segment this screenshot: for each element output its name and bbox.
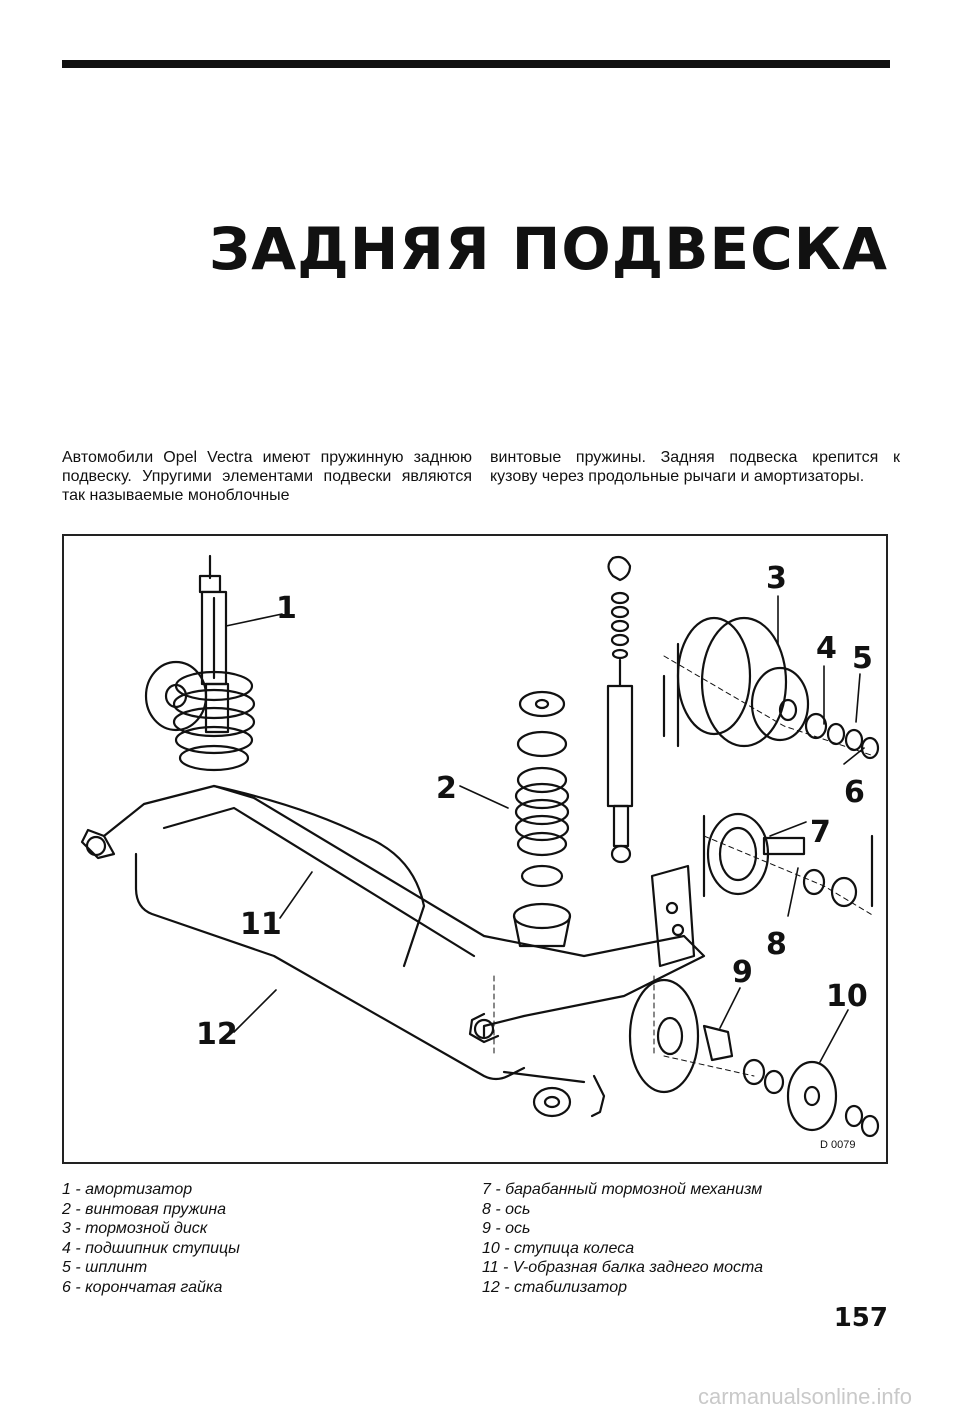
legend-item: 1 - амортизатор: [62, 1181, 193, 1198]
suspension-figure: 1 2 3 4 5 6 7 8 9 10 11 12 D 0079: [62, 534, 888, 1164]
callout-8: 8: [766, 927, 787, 962]
left-coil-spring: [172, 670, 256, 772]
legend-right: 7 - барабанный тормозной механизм 8 - ос…: [482, 1180, 763, 1297]
axle-beam: [80, 784, 706, 1044]
callout-11: 11: [240, 907, 282, 942]
legend-item: 4 - подшипник ступицы: [62, 1239, 240, 1257]
legend-left: 1 - амортизатор 2 - винтовая пружина 3 -…: [62, 1180, 240, 1297]
callout-6: 6: [844, 775, 865, 810]
legend-item: 8 - ось: [482, 1200, 531, 1218]
hub-bearing-nut: [804, 712, 880, 760]
drum-brake: [702, 812, 874, 908]
page-number: 157: [833, 1303, 888, 1333]
mounting-bracket: [650, 864, 696, 968]
callout-5: 5: [852, 641, 873, 676]
legend-item: 6 - корончатая гайка: [62, 1278, 223, 1296]
legend-item: 9 - ось: [482, 1220, 531, 1237]
center-spring-stack: [512, 690, 572, 948]
assembly-guides: [493, 655, 875, 1077]
legend-item: 12 - стабилизатор: [482, 1278, 627, 1296]
callout-12: 12: [196, 1017, 238, 1052]
page-title: ЗАДНЯЯ ПОДВЕСКА: [209, 215, 888, 283]
legend-item: 5 - шплинт: [62, 1259, 148, 1276]
brake-cable: [212, 784, 426, 968]
suspension-drawing: 1 2 3 4 5 6 7 8 9 10 11 12 D 0079: [80, 554, 880, 1151]
callout-3: 3: [766, 561, 787, 596]
center-shock-absorber: [606, 555, 634, 864]
rubber-bushing: [502, 1070, 606, 1118]
legend-item: 10 - ступица колеса: [482, 1239, 635, 1257]
intro-text-left: Автомобили Opel Vectra имеют пружинную з…: [62, 449, 472, 504]
legend-item: 3 - тормозной диск: [62, 1220, 208, 1237]
legend-item: 2 - винтовая пружина: [62, 1200, 227, 1218]
callout-4: 4: [816, 631, 837, 666]
callout-7: 7: [810, 815, 831, 850]
figure-code: D 0079: [820, 1139, 855, 1151]
legend-item: 7 - барабанный тормозной механизм: [482, 1181, 763, 1198]
callout-10: 10: [826, 979, 868, 1014]
watermark: carmanualsonline.info: [697, 1384, 912, 1409]
left-hub: [144, 660, 208, 732]
backing-plate: [628, 978, 880, 1138]
callout-2: 2: [436, 771, 457, 806]
brake-disc: [662, 616, 810, 748]
leader-lines: [225, 595, 865, 1063]
callout-1: 1: [276, 591, 297, 626]
top-rule: [62, 60, 890, 68]
callout-9: 9: [732, 955, 753, 990]
stabilizer-bar: [134, 852, 526, 1081]
intro-text-right: винтовые пружины. Задняя подвеска крепит…: [490, 449, 900, 485]
legend-item: 11 - V-образная балка заднего моста: [482, 1259, 764, 1276]
left-shock-absorber: [198, 554, 230, 734]
